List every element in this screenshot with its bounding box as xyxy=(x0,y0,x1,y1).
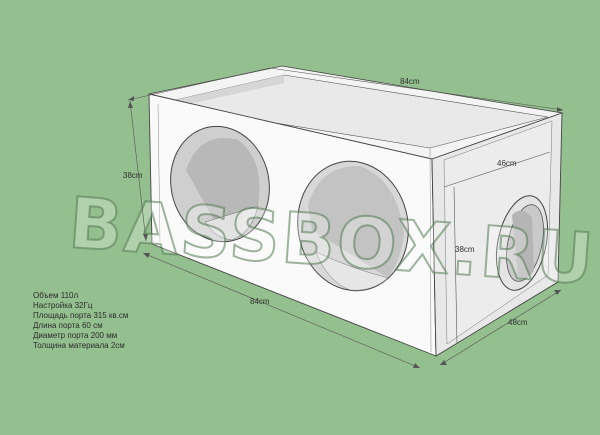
speaker-hole-center xyxy=(297,160,409,292)
port-hole-side xyxy=(495,195,549,291)
spec-port-diameter: Диаметр порта 200 мм xyxy=(33,331,118,340)
spec-tuning: Настройка 32Гц xyxy=(33,301,93,310)
dim-bottom-depth: 48cm xyxy=(508,318,528,327)
dim-side-height: 38cm xyxy=(455,245,475,254)
spec-volume: Объем 110л xyxy=(33,291,79,300)
dim-side-depth: 46cm xyxy=(497,159,517,168)
dimension-arrows xyxy=(128,96,563,368)
dim-top-length: 84cm xyxy=(400,77,420,86)
box-inner-back-wall xyxy=(157,74,549,149)
box-side-inner-edge xyxy=(443,120,553,345)
dim-bottom-length: 84cm xyxy=(250,297,270,306)
spec-material-thickness: Толщина материала 2см xyxy=(33,341,125,350)
speaker-hole-left xyxy=(170,125,270,243)
box-inner-shadow xyxy=(158,75,284,110)
spec-port-length: Длина порта 60 см xyxy=(33,321,103,330)
dimension-lines xyxy=(127,67,564,369)
dim-front-height: 38cm xyxy=(123,171,143,180)
spec-port-area: Площадь порта 315 кв.см xyxy=(33,311,129,320)
spec-list: Объем 110л Настройка 32Гц Площадь порта … xyxy=(33,291,128,351)
